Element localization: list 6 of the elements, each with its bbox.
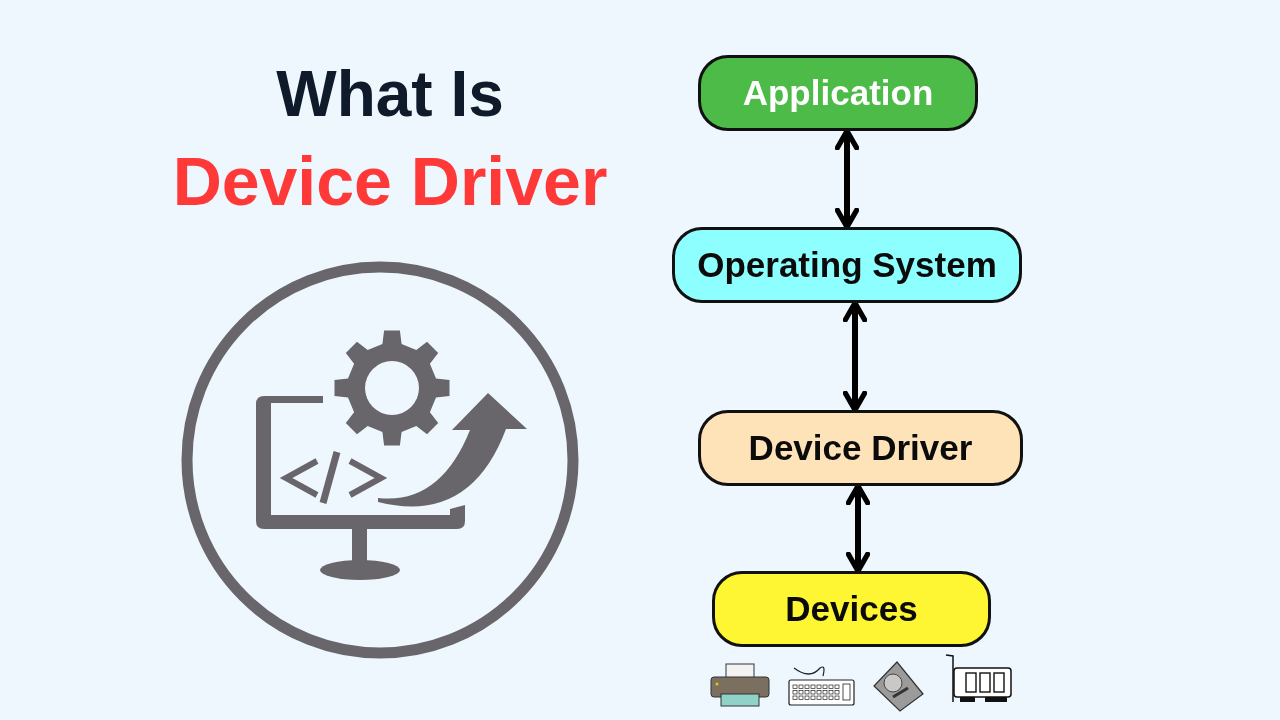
layer-pill: Devices	[712, 571, 991, 647]
layer-pill: Operating System	[672, 227, 1022, 303]
title: What Is	[275, 62, 505, 126]
layer-pill: Application	[698, 55, 978, 131]
layer-pill: Device Driver	[698, 410, 1023, 486]
title-subheading: Device Driver	[171, 147, 609, 215]
